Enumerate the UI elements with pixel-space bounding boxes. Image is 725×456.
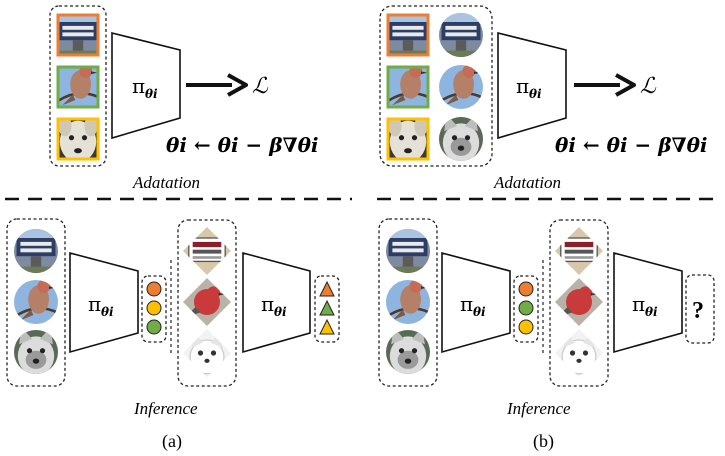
transformed-image-redbird (555, 278, 603, 326)
update-rule: θi ← θi − β∇θi (555, 133, 708, 157)
policy-symbol: π (632, 292, 645, 316)
policy-subscript: θi (145, 87, 158, 101)
adaptation-label: Adatation (493, 173, 561, 192)
query-image-cat (439, 117, 483, 161)
policy-symbol: π (261, 292, 274, 316)
support-image-bird (56, 65, 100, 109)
query-image-cat (14, 330, 58, 374)
prediction-circle-yellow (146, 300, 162, 316)
policy-symbol: π (460, 292, 473, 316)
policy-symbol: π (88, 292, 101, 316)
policy-network (441, 251, 511, 354)
query-image-scoreboard (439, 13, 483, 57)
prediction-circle-green (518, 300, 534, 316)
prediction-circle-green (146, 319, 162, 335)
prediction-triangle-yellow (319, 318, 335, 335)
policy-subscript: θi (473, 305, 486, 319)
prediction-triangle-orange (319, 280, 335, 297)
support-image-dog (386, 117, 430, 161)
prediction-circle-yellow (518, 319, 534, 335)
transformed-image-board (555, 227, 603, 275)
update-rule: θi ← θi − β∇θi (166, 133, 319, 157)
panel-b-adaptation: π θi ℒ θi ← θi − β∇θi Adatation (379, 5, 708, 192)
query-image-scoreboard (14, 229, 58, 273)
policy-subscript: θi (529, 87, 542, 101)
policy-subscript: θi (274, 305, 287, 319)
query-image-bird (386, 280, 430, 324)
caption: (a) (162, 431, 182, 452)
policy-network (242, 251, 311, 354)
query-image-bird (14, 280, 58, 324)
policy-subscript: θi (101, 305, 114, 319)
loss-symbol: ℒ (640, 74, 657, 99)
inference-label: Inference (506, 399, 571, 418)
panel-a-inference: π θi π θi Inference (a) (6, 218, 340, 452)
policy-network (613, 251, 683, 354)
query-image-cat (386, 330, 430, 374)
panel-b-inference: π θi π θi ? Inference (b) (378, 218, 715, 452)
prediction-triangle-green (319, 299, 335, 316)
support-image-dog (56, 117, 100, 161)
support-image-scoreboard (386, 13, 430, 57)
query-image-bird (439, 65, 483, 109)
transformed-image-whitecat (183, 329, 231, 377)
prediction-circle-orange (518, 281, 534, 297)
policy-symbol: π (132, 74, 145, 98)
support-image-bird (386, 65, 430, 109)
loss-symbol: ℒ (252, 74, 269, 99)
panel-a-adaptation: π θi ℒ θi ← θi − β∇θi Adatation (49, 5, 319, 192)
policy-network (69, 251, 139, 354)
prediction-circle-orange (146, 281, 162, 297)
unknown-prediction: ? (692, 298, 704, 324)
inference-label: Inference (133, 399, 198, 418)
adaptation-label: Adatation (132, 173, 200, 192)
transformed-image-board (183, 227, 231, 275)
policy-network (497, 31, 567, 140)
query-image-scoreboard (386, 229, 430, 273)
transformed-image-whitecat (555, 329, 603, 377)
policy-subscript: θi (645, 305, 658, 319)
policy-symbol: π (516, 74, 529, 98)
transformed-image-redbird (183, 278, 231, 326)
support-image-scoreboard (56, 13, 100, 57)
caption: (b) (533, 431, 554, 452)
policy-network (111, 31, 181, 140)
